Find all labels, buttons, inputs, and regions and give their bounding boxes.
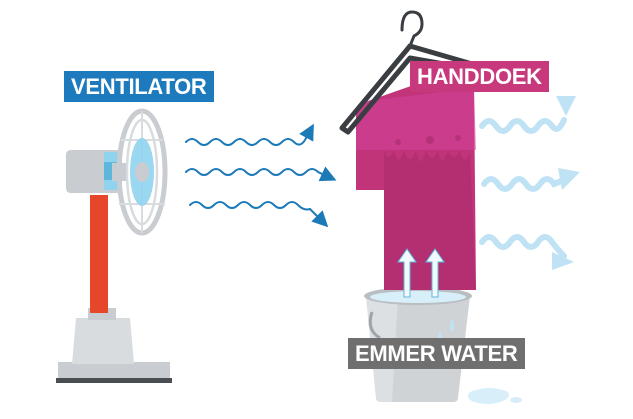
evaporation-arrows <box>479 96 580 270</box>
evaporation-arrow-icon <box>479 117 567 134</box>
bucket-label: EMMER WATER <box>348 338 525 369</box>
fan-label: VENTILATOR <box>64 71 214 102</box>
towel-label: HANDDOEK <box>410 61 549 92</box>
water-rise-arrow-icon <box>397 248 417 298</box>
water-rise-arrows <box>397 248 445 298</box>
evaporation-arrow-icon <box>481 175 571 192</box>
water-puddle <box>467 388 509 404</box>
fan-icon <box>56 108 172 383</box>
water-surface <box>370 291 466 303</box>
air-flow-arrow-icon <box>185 123 314 146</box>
fan-pole <box>90 195 108 313</box>
air-flow-arrow-icon <box>189 201 329 228</box>
water-rise-arrow-icon <box>425 248 445 298</box>
evaporation-arrow-icon <box>479 234 567 259</box>
air-flow-arrow-icon <box>185 166 337 182</box>
air-flow-arrows <box>185 123 337 228</box>
